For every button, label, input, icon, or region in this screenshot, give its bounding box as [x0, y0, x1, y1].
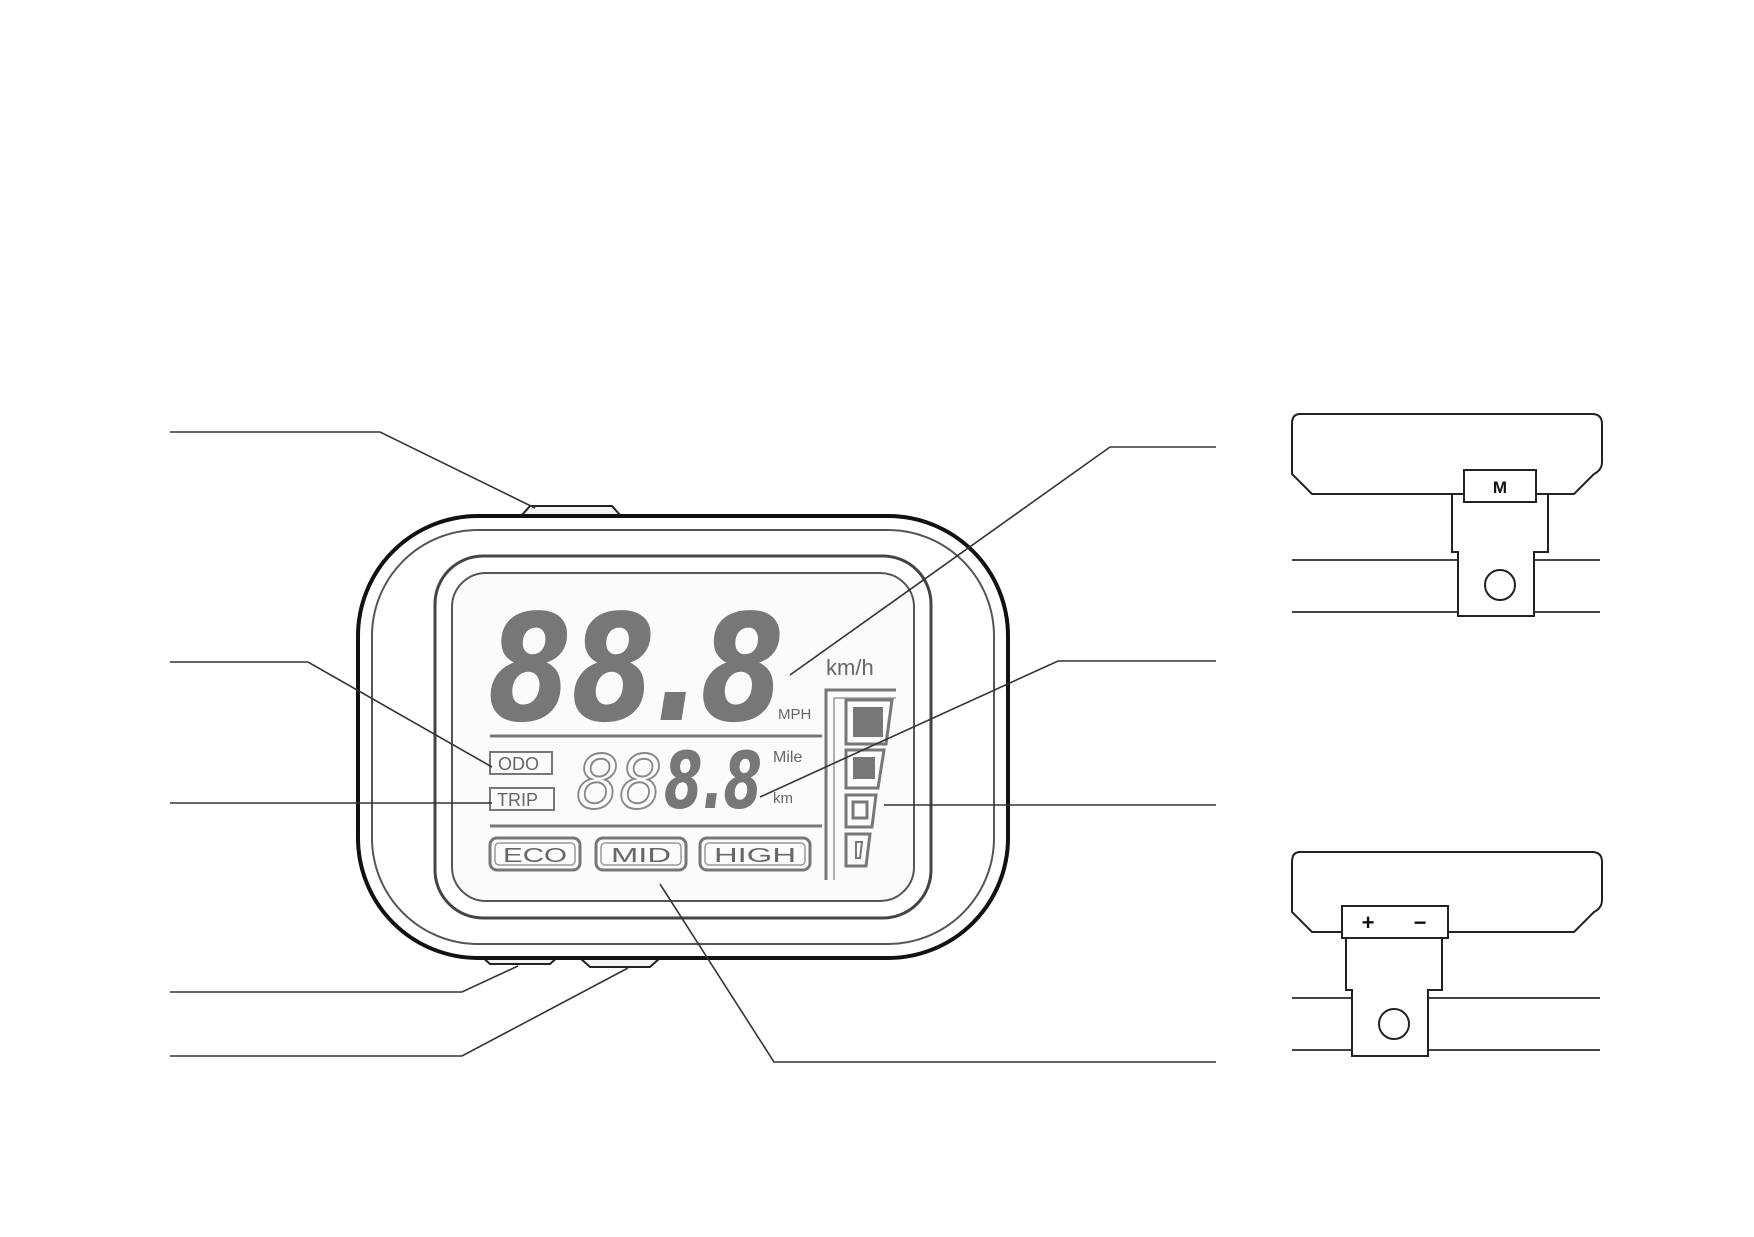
- mode-eco: ECO: [488, 836, 582, 872]
- mode-eco-label: ECO: [503, 845, 567, 867]
- leader-plus-button: [170, 967, 629, 1057]
- power-button-nub: [519, 505, 623, 516]
- leader-power-button: [170, 431, 536, 509]
- side-top-mount: [1451, 493, 1549, 617]
- minus-button-label: −: [1414, 910, 1427, 935]
- leader-minus-button: [170, 965, 519, 993]
- side-bottom-mount: [1345, 931, 1443, 1057]
- speed-readout: 88.8: [488, 583, 784, 755]
- housing-rim: [371, 529, 995, 945]
- leader-odo: [170, 661, 493, 768]
- battery-level-3: [844, 748, 886, 790]
- side-top-mount-screw: [1484, 569, 1516, 601]
- battery-gauge: [824, 688, 896, 880]
- distance-unit-km: km: [773, 790, 793, 807]
- side-bottom-mount-screw: [1378, 1008, 1410, 1040]
- m-button: [1463, 469, 1537, 503]
- distance-readout: 8.8: [664, 737, 762, 827]
- leader-distance: [759, 660, 1216, 798]
- distance-unit-mile: Mile: [773, 749, 802, 766]
- leader-assist-mode: [659, 883, 1216, 1063]
- odo-frame: [489, 751, 553, 775]
- speed-unit-mph: MPH: [778, 706, 811, 723]
- battery-level-4: [844, 698, 894, 746]
- trip-label: TRIP: [497, 790, 538, 810]
- odo-label: ODO: [498, 754, 539, 774]
- m-button-label: M: [1493, 478, 1507, 497]
- mode-mid-label: MID: [611, 845, 671, 867]
- mode-high-label: HIGH: [714, 845, 796, 867]
- mode-high: HIGH: [698, 836, 812, 872]
- plus-button-label: +: [1362, 910, 1375, 935]
- bezel: [433, 554, 933, 920]
- mode-mid: MID: [594, 836, 688, 872]
- battery-level-2: [844, 793, 878, 829]
- speed-unit-kmh: km/h: [826, 655, 874, 680]
- side-top-housing: [1291, 413, 1603, 495]
- display-unit: 88.8 MPH km/h ODO TRIP 88 8.8 Mile km EC…: [356, 505, 1010, 968]
- leader-speed: [789, 446, 1216, 676]
- distance-ghost-digits: 88: [576, 740, 662, 826]
- leader-lines: [170, 431, 1216, 1063]
- trip-frame: [489, 787, 555, 811]
- side-view-top: M: [1291, 413, 1603, 617]
- side-view-bottom: + −: [1291, 851, 1603, 1057]
- plus-minus-button-block: [1341, 905, 1449, 939]
- battery-level-1: [844, 832, 872, 868]
